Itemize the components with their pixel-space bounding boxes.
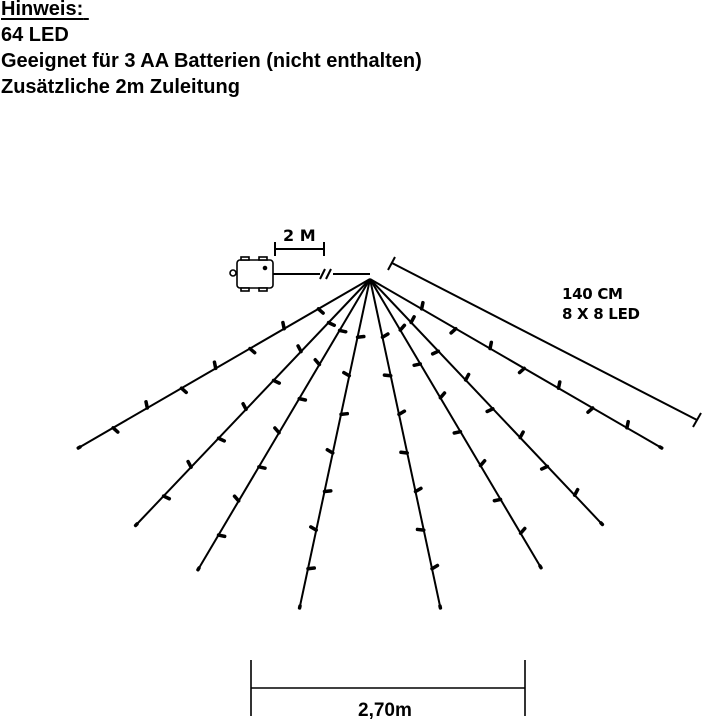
led-bulb-icon [588, 408, 593, 412]
led-bulb-icon [283, 323, 284, 329]
led-strand [300, 279, 370, 606]
led-bulb-icon [275, 428, 279, 433]
led-strand [370, 279, 440, 606]
led-strand [80, 279, 370, 447]
led-bulb-icon [401, 452, 407, 453]
led-bulb-icon [315, 360, 319, 365]
strand-length-dimension-marker [388, 257, 701, 427]
led-bulb-icon [164, 496, 170, 499]
led-bulb-icon [466, 374, 469, 380]
led-bulb-icon [432, 566, 437, 569]
led-bulb-icon [358, 337, 364, 338]
led-bulb-icon [219, 438, 225, 441]
led-bulb-icon [490, 342, 491, 348]
led-bulb-icon [411, 317, 414, 323]
led-bulb-icon [341, 414, 347, 415]
led-bulb-icon [325, 491, 331, 492]
led-bulb-icon [422, 303, 423, 309]
led-bulb-icon [146, 402, 147, 408]
led-bulb-icon [487, 409, 493, 412]
led-bulb-icon [243, 404, 246, 410]
lead-cable [273, 269, 370, 279]
led-bulb-icon [481, 461, 485, 466]
led-bulb-icon [520, 432, 523, 438]
led-bulb-icon [188, 462, 191, 468]
led-bulb-icon [182, 388, 187, 392]
led-bulb-icon [540, 566, 541, 568]
led-bulb-icon [440, 393, 444, 398]
led-bulb-icon [520, 368, 525, 372]
led-bulb-icon [382, 334, 387, 337]
led-bulb-icon [318, 309, 323, 313]
led-bulb-icon [660, 447, 662, 448]
led-bulb-icon [601, 523, 602, 524]
led-bulb-icon [259, 467, 265, 468]
led-bulb-icon [329, 323, 335, 326]
led-bulb-icon [299, 399, 305, 400]
led-bulb-icon [311, 527, 316, 530]
led-bulb-icon [235, 496, 239, 501]
led-bulb-icon [559, 382, 560, 388]
led-bulb-icon [575, 490, 578, 496]
led-bulb-icon [198, 568, 199, 570]
led-bulb-icon [384, 375, 390, 376]
strand-length-label: 140 CM [562, 284, 640, 304]
led-bulb-icon [113, 428, 118, 432]
led-bulb-icon [627, 422, 628, 428]
led-bulb-icon [274, 380, 280, 383]
led-bulb-icon [400, 325, 404, 330]
battery-box-icon [230, 257, 273, 291]
led-bulb-icon [327, 450, 332, 453]
led-bulb-icon [416, 488, 421, 491]
led-bulb-icon [308, 568, 314, 569]
led-bulb-icon [214, 362, 215, 368]
led-strands [78, 279, 661, 608]
led-bulb-icon [250, 349, 255, 353]
led-bulb-icon [136, 524, 137, 525]
strand-spec-label: 140 CM 8 X 8 LED [562, 284, 640, 324]
led-bulb-icon [78, 447, 80, 448]
led-bulb-icon [433, 351, 439, 354]
led-bulb-icon [414, 364, 420, 365]
led-bulb-icon [417, 529, 423, 530]
led-bulb-icon [344, 373, 349, 376]
lead-cable-label: 2 M [283, 226, 316, 245]
led-bulb-icon [218, 535, 224, 536]
led-bulb-icon [542, 466, 548, 469]
led-strand [137, 279, 370, 524]
led-bulb-icon [521, 529, 525, 534]
led-bulb-icon [451, 329, 456, 333]
led-bulb-icon [454, 432, 460, 433]
led-bulb-icon [494, 499, 500, 500]
total-width-label: 2,70m [358, 700, 412, 722]
led-config-label: 8 X 8 LED [562, 304, 640, 324]
led-strand [370, 279, 540, 566]
led-bulb-icon [340, 330, 346, 331]
led-bulb-icon [399, 411, 404, 414]
led-bulb-icon [298, 346, 301, 352]
